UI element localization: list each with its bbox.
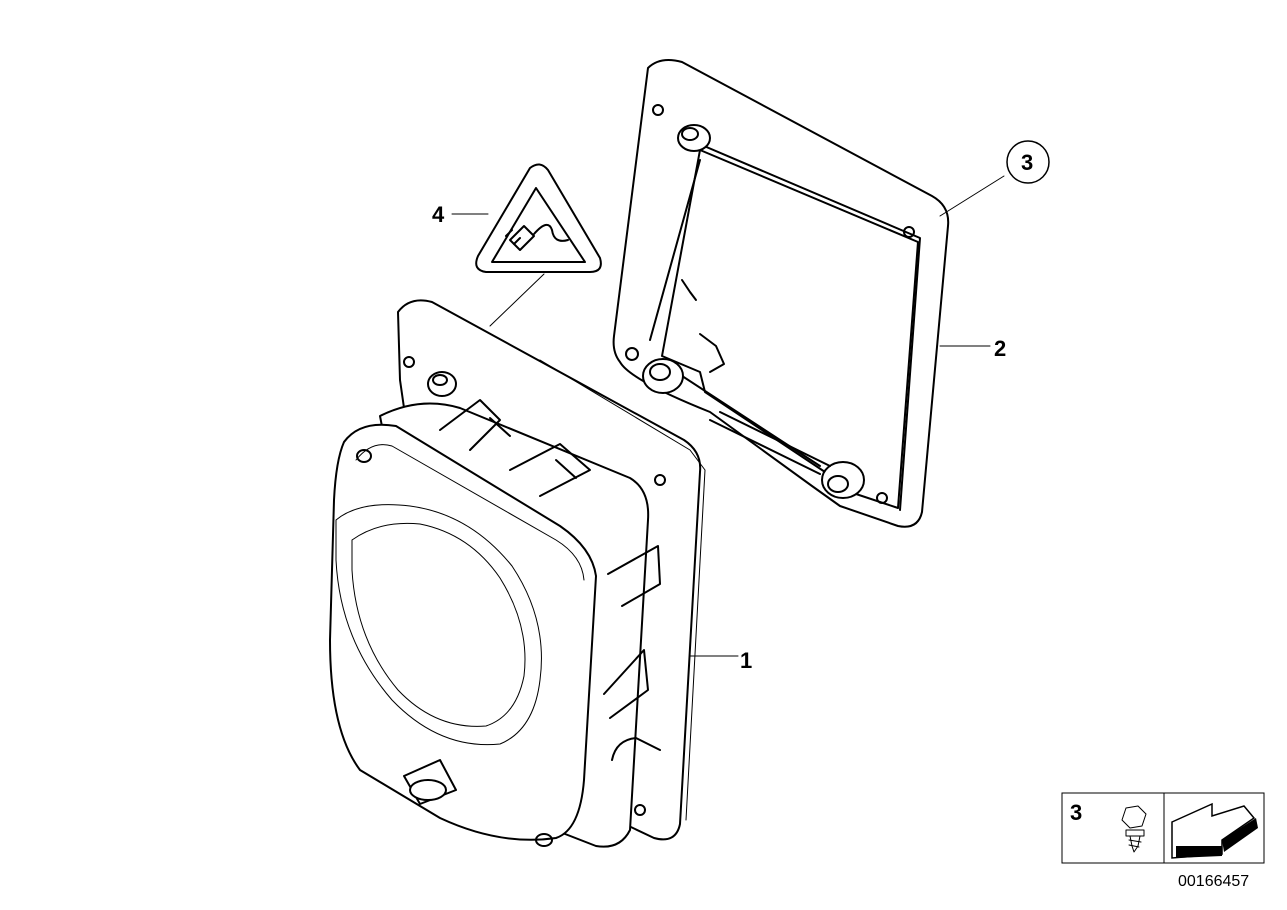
leader-lines (451, 175, 1005, 657)
callout-2: 2 (994, 336, 1006, 361)
mounting-bracket (612, 59, 950, 528)
legend-item-number: 3 (1070, 800, 1082, 825)
legend-box: 3 (1061, 792, 1265, 864)
callout-3-circle (1006, 140, 1050, 184)
warning-triangle-plug-icon (475, 163, 602, 273)
callout-3: 3 (1021, 150, 1033, 175)
screw-icon (1121, 805, 1147, 853)
control-unit (329, 299, 706, 848)
callout-1: 1 (740, 648, 752, 673)
arrow-icon (1171, 802, 1258, 859)
callout-4: 4 (432, 202, 445, 227)
drawing-number: 00166457 (1178, 873, 1249, 890)
